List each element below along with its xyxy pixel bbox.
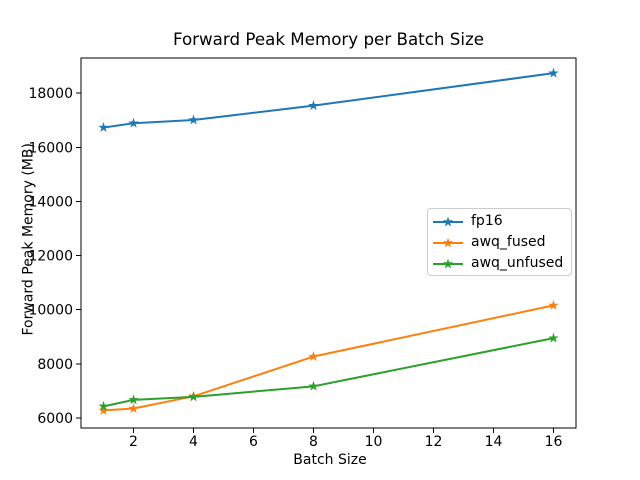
- data-point-marker-awq_fused: [98, 404, 109, 415]
- legend-label-fp16: fp16: [471, 213, 503, 229]
- data-point-marker-awq_unfused: [188, 391, 199, 402]
- star-icon: [442, 237, 454, 247]
- y-tick-label: 14000: [28, 194, 73, 210]
- legend-label-awq-unfused: awq_unfused: [471, 255, 564, 271]
- x-tick-label: 12: [425, 434, 443, 450]
- x-tick-label: 8: [309, 434, 318, 450]
- star-icon: [442, 216, 454, 226]
- x-tick-label: 4: [189, 434, 198, 450]
- line-star-icon: [433, 216, 463, 226]
- chart-title: Forward Peak Memory per Batch Size: [172, 29, 485, 49]
- data-point-marker-awq_fused: [548, 299, 559, 310]
- y-tick-label: 12000: [28, 249, 73, 265]
- y-tick-label: 10000: [28, 303, 73, 319]
- data-point-marker-awq_fused: [308, 351, 319, 361]
- data-point-marker-fp16: [188, 114, 199, 125]
- series-line-awq_unfused: [103, 337, 554, 408]
- data-point-marker-awq_unfused: [548, 332, 559, 343]
- legend-entry-awq-unfused: awq_unfused: [428, 253, 571, 274]
- legend: fp16 awq_fused awq_unfused: [427, 208, 572, 276]
- y-tick-label: 8000: [37, 357, 73, 373]
- legend-entry-fp16: fp16: [428, 211, 571, 232]
- x-tick-label: 14: [485, 434, 503, 450]
- legend-label-awq-fused: awq_fused: [471, 234, 546, 250]
- line-star-icon: [433, 258, 463, 268]
- x-tick-label: 10: [365, 434, 383, 450]
- legend-entry-awq-fused: awq_fused: [428, 232, 571, 253]
- x-tick-label: 6: [249, 434, 258, 450]
- x-tick-label: 2: [129, 434, 138, 450]
- data-point-marker-awq_unfused: [308, 380, 319, 391]
- data-point-marker-fp16: [548, 67, 559, 78]
- data-point-marker-fp16: [308, 100, 319, 111]
- series-line-fp16: [103, 72, 554, 129]
- line-star-icon: [433, 237, 463, 247]
- plot-border: [80, 57, 577, 429]
- star-icon: [442, 258, 454, 268]
- data-point-marker-awq_unfused: [128, 394, 139, 405]
- y-tick-label: 16000: [28, 140, 73, 156]
- data-point-marker-awq_fused: [128, 403, 139, 413]
- y-tick-label: 18000: [28, 86, 73, 102]
- series-line-awq_fused: [103, 304, 554, 412]
- y-axis-label: Forward Peak Memory (MB): [20, 143, 37, 336]
- x-axis-label: Batch Size: [293, 452, 367, 468]
- data-point-marker-fp16: [98, 122, 109, 133]
- y-tick-label: 6000: [37, 411, 73, 427]
- data-point-marker-awq_unfused: [98, 400, 109, 411]
- x-tick-label: 16: [545, 434, 563, 450]
- data-point-marker-fp16: [128, 117, 139, 128]
